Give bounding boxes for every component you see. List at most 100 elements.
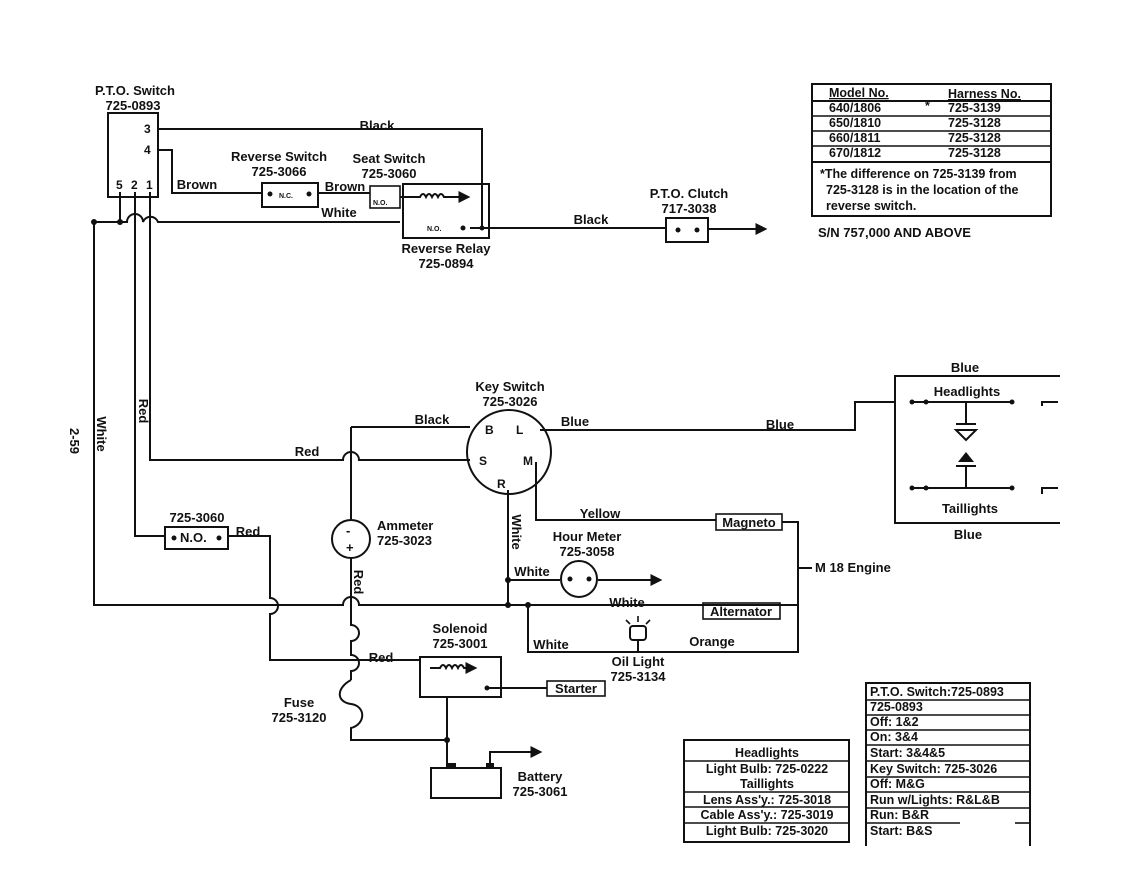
pto-clutch: P.T.O. Clutch 717-3038 [650, 186, 729, 243]
harness-marker: * [925, 99, 930, 113]
lights-blue-bottom: Blue [954, 527, 982, 542]
taillights-label: Taillights [942, 501, 998, 516]
switch-725-3060: 725-3060 N.O. [164, 510, 229, 550]
key-term-l: L [516, 423, 523, 437]
harness-header-harness: Harness No. [948, 87, 1021, 101]
pto-term-1: 1 [146, 178, 153, 192]
switch-725-3060-part: 725-3060 [170, 510, 225, 525]
switch-table: P.T.O. Switch:725-0893 725-0893 Off: 1&2… [865, 682, 1031, 846]
wire-white-oil [527, 521, 799, 653]
label-white-oil: White [533, 637, 568, 652]
oil-light-name: Oil Light [612, 654, 665, 669]
battery: Battery 725-3061 [430, 763, 568, 799]
hour-meter-part: 725-3058 [560, 544, 615, 559]
reverse-relay-part: 725-0894 [419, 256, 475, 271]
serial-note: S/N 757,000 AND ABOVE [818, 225, 971, 240]
wire-white-main [94, 213, 400, 223]
battery-name: Battery [518, 769, 564, 784]
battery-part: 725-3061 [513, 784, 568, 799]
pto-clutch-part: 717-3038 [662, 201, 717, 216]
wire-red-vertical [134, 225, 165, 537]
parts-row-3: Taillights [740, 777, 794, 791]
harness-r1-harness: 725-3139 [948, 101, 1001, 115]
harness-r4-model: 670/1812 [829, 146, 881, 160]
pto-switch-name: P.T.O. Switch [95, 83, 175, 98]
wire-labels: Black Brown Brown White Black Black Blue… [67, 118, 794, 665]
pto-clutch-name: P.T.O. Clutch [650, 186, 729, 201]
headlights-label: Headlights [934, 384, 1000, 399]
label-white-alt: White [609, 595, 644, 610]
solenoid: Solenoid 725-3001 [419, 621, 502, 698]
label-red-vertical: Red [136, 399, 151, 424]
wire-battery-neg [489, 746, 543, 768]
wire-brown-pto [158, 149, 262, 194]
key-term-s: S [479, 454, 487, 468]
label-red-switch: Red [236, 524, 261, 539]
label-white-relay: White [321, 205, 356, 220]
label-yellow: Yellow [580, 506, 621, 521]
pto-term-3: 3 [144, 122, 151, 136]
lights-box: Blue Headlights Taillights Blue [894, 360, 1060, 542]
ammeter-minus: - [346, 523, 350, 538]
reverse-relay-contact: N.O. [427, 226, 441, 233]
reverse-switch: N.C. Reverse Switch 725-3066 [231, 149, 327, 208]
switch-row-4: On: 3&4 [870, 730, 918, 744]
solenoid-name: Solenoid [433, 621, 488, 636]
hour-meter: Hour Meter 725-3058 [553, 529, 621, 598]
oil-light: Oil Light 725-3134 [611, 616, 666, 684]
wire-white-vertical [93, 222, 797, 606]
reverse-relay: N.O. Reverse Relay 725-0894 [400, 183, 492, 271]
switch-725-3060-contact: N.O. [180, 530, 207, 545]
harness-note-3: reverse switch. [826, 199, 916, 213]
starter-label: Starter [555, 681, 597, 696]
label-white-vertical: White [94, 416, 109, 451]
key-switch-name: Key Switch [475, 379, 544, 394]
pto-term-2: 2 [131, 178, 138, 192]
switch-row-7: Off: M&G [870, 777, 925, 791]
wire-battery-feed [446, 697, 452, 769]
harness-table: Model No. Harness No. 640/1806 * 725-313… [811, 83, 1052, 217]
label-red-ammeter: Red [351, 570, 366, 595]
alternator-label: Alternator [710, 604, 772, 619]
parts-row-4: Lens Ass'y.: 725-3018 [703, 793, 831, 807]
pto-term-4: 4 [144, 143, 151, 157]
harness-note-1: *The difference on 725-3139 from [820, 167, 1017, 181]
junctions [91, 219, 531, 743]
harness-r4-harness: 725-3128 [948, 146, 1001, 160]
lights-blue-top: Blue [951, 360, 979, 375]
harness-r3-model: 660/1811 [829, 131, 880, 145]
parts-row-2: Light Bulb: 725-0222 [706, 762, 828, 776]
wire-red-key [149, 225, 470, 461]
solenoid-part: 725-3001 [433, 636, 488, 651]
key-switch: Key Switch 725-3026 B L S M R [466, 379, 552, 495]
label-brown-1: Brown [177, 177, 218, 192]
parts-table: Headlights Light Bulb: 725-0222 Tailligh… [683, 739, 850, 843]
fuse: Fuse 725-3120 [272, 695, 327, 725]
switch-row-10: Start: B&S [870, 824, 933, 838]
switch-row-9: Run: B&R [870, 808, 929, 822]
reverse-relay-name: Reverse Relay [402, 241, 492, 256]
switch-row-3: Off: 1&2 [870, 715, 919, 729]
wire-ammeter-down [350, 558, 360, 680]
harness-r2-model: 650/1810 [829, 116, 881, 130]
fuse-part: 725-3120 [272, 710, 327, 725]
key-switch-part: 725-3026 [483, 394, 538, 409]
label-red-solenoid: Red [369, 650, 394, 665]
seat-switch: N.O. Seat Switch 725-3060 [353, 151, 426, 209]
label-black-key: Black [415, 412, 450, 427]
pto-term-5: 5 [116, 178, 123, 192]
ammeter-plus: + [346, 540, 354, 555]
seat-switch-contact: N.O. [373, 200, 387, 207]
seat-switch-part: 725-3060 [362, 166, 417, 181]
label-black-top: Black [360, 118, 395, 133]
key-term-m: M [523, 454, 533, 468]
pto-switch: P.T.O. Switch 725-0893 3 4 5 2 1 [95, 83, 175, 198]
harness-r3-harness: 725-3128 [948, 131, 1001, 145]
label-orange: Orange [689, 634, 735, 649]
reverse-switch-name: Reverse Switch [231, 149, 327, 164]
key-term-r: R [497, 477, 506, 491]
page-number: 2-59 [67, 428, 82, 454]
wires [93, 128, 895, 769]
parts-row-5: Cable Ass'y.: 725-3019 [701, 808, 834, 822]
fuse-name: Fuse [284, 695, 314, 710]
